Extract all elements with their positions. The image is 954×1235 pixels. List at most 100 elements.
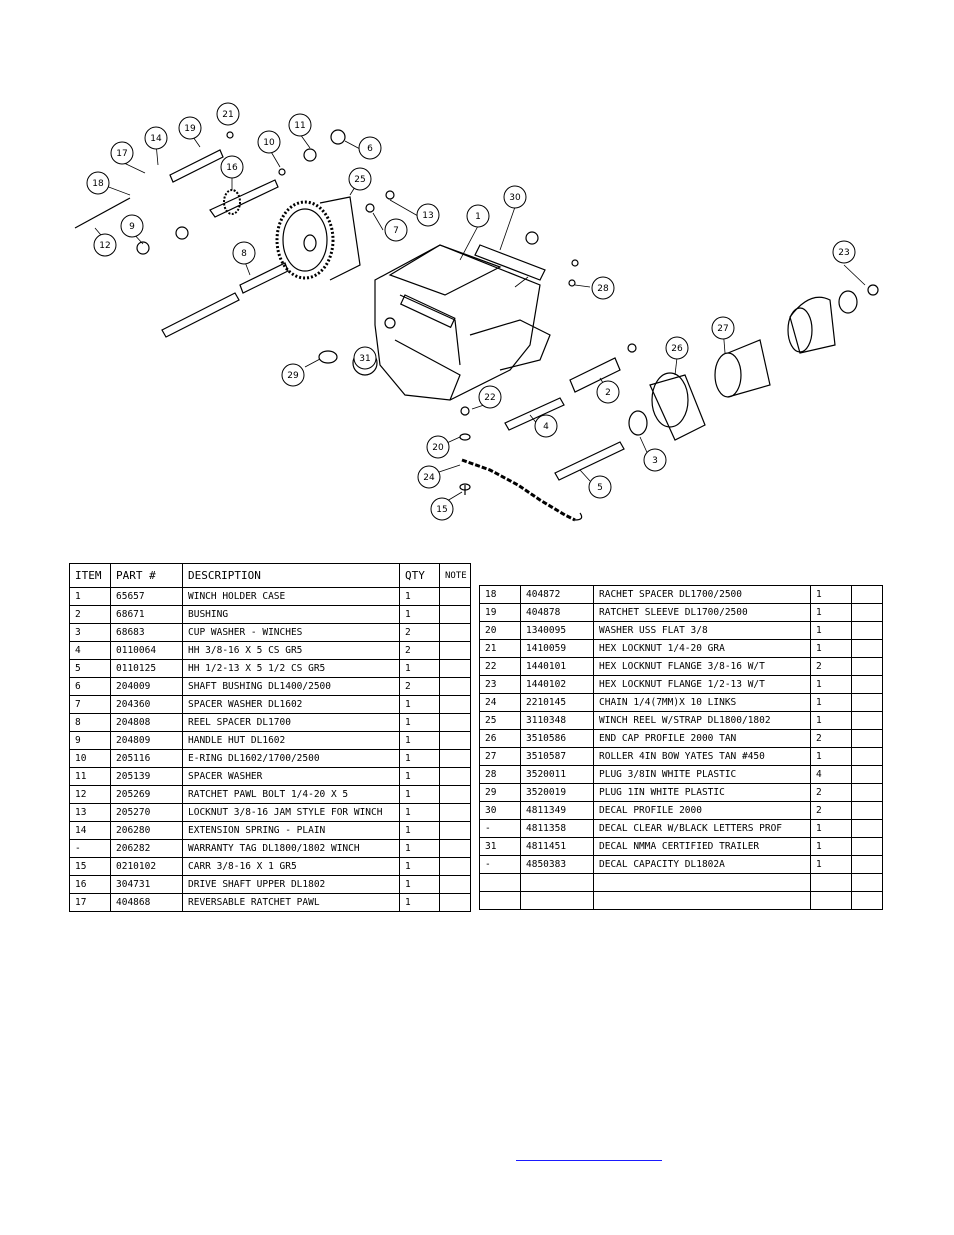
svg-text:14: 14 bbox=[150, 134, 162, 144]
cell-item: 26 bbox=[479, 729, 521, 748]
shaft-bushing-6-shape bbox=[330, 129, 346, 145]
callout-25: 25 bbox=[348, 167, 372, 191]
cell-note bbox=[851, 711, 883, 730]
cell-qty: 1 bbox=[399, 749, 440, 768]
cell-note bbox=[851, 693, 883, 712]
cell-description: DRIVE SHAFT UPPER DL1802 bbox=[182, 875, 400, 894]
cell-part: 3510587 bbox=[520, 747, 594, 766]
cell-item: 29 bbox=[479, 783, 521, 802]
cell-qty bbox=[810, 873, 852, 892]
cell-description: LOCKNUT 3/8-16 JAM STYLE FOR WINCH bbox=[182, 803, 400, 822]
cell-description: CARR 3/8-16 X 1 GR5 bbox=[182, 857, 400, 876]
cell-qty: 1 bbox=[399, 587, 440, 606]
svg-text:28: 28 bbox=[597, 284, 609, 294]
cell-note bbox=[439, 749, 471, 768]
svg-text:12: 12 bbox=[99, 241, 110, 251]
callout-19: 19 bbox=[178, 116, 202, 140]
svg-text:31: 31 bbox=[359, 354, 370, 364]
cell-item: 13 bbox=[69, 803, 111, 822]
cell-description bbox=[593, 873, 811, 892]
cell-item: 2 bbox=[69, 605, 111, 624]
cell-part bbox=[520, 873, 594, 892]
cell-item: 15 bbox=[69, 857, 111, 876]
cell-qty: 1 bbox=[399, 695, 440, 714]
cell-description: HEX LOCKNUT FLANGE 3/8-16 W/T bbox=[593, 657, 811, 676]
plug-28a-shape bbox=[571, 259, 579, 267]
cell-part: 206282 bbox=[110, 839, 183, 858]
cell-part: 3110348 bbox=[520, 711, 594, 730]
callout-14: 14 bbox=[144, 126, 168, 150]
cell-part: 1440102 bbox=[520, 675, 594, 694]
cell-item bbox=[479, 873, 521, 892]
svg-text:18: 18 bbox=[92, 179, 104, 189]
cell-qty: 2 bbox=[810, 657, 852, 676]
cell-note bbox=[851, 657, 883, 676]
cell-description: SPACER WASHER bbox=[182, 767, 400, 786]
callout-15: 15 bbox=[430, 497, 454, 521]
cell-part: 404872 bbox=[520, 585, 594, 604]
footer-link-underline[interactable] bbox=[516, 1146, 662, 1161]
callout-21: 21 bbox=[216, 102, 240, 126]
cell-note bbox=[851, 873, 883, 892]
cell-part: 205269 bbox=[110, 785, 183, 804]
locknut-2-shape bbox=[627, 343, 637, 353]
cell-note bbox=[439, 605, 471, 624]
cell-qty: 1 bbox=[399, 893, 440, 912]
cell-description: DECAL CLEAR W/BLACK LETTERS PROF bbox=[593, 819, 811, 838]
cell-part: 204809 bbox=[110, 731, 183, 750]
callout-7: 7 bbox=[384, 218, 408, 242]
cell-description: EXTENSION SPRING - PLAIN bbox=[182, 821, 400, 840]
callout-22: 22 bbox=[478, 385, 502, 409]
svg-text:11: 11 bbox=[294, 121, 305, 131]
callout-5: 5 bbox=[588, 475, 612, 499]
cell-item: 5 bbox=[69, 659, 111, 678]
cell-note bbox=[851, 585, 883, 604]
locknut-23-shape bbox=[867, 284, 879, 296]
cell-qty: 2 bbox=[810, 729, 852, 748]
callout-3: 3 bbox=[643, 448, 667, 472]
cell-part: 205139 bbox=[110, 767, 183, 786]
cell-part: 65657 bbox=[110, 587, 183, 606]
cell-part: 3520019 bbox=[520, 783, 594, 802]
callout-11: 11 bbox=[288, 113, 312, 137]
cell-qty: 1 bbox=[810, 711, 852, 730]
cell-part: 206280 bbox=[110, 821, 183, 840]
leader-lines bbox=[94, 133, 866, 505]
cell-qty: 1 bbox=[399, 659, 440, 678]
cell-part: 205116 bbox=[110, 749, 183, 768]
cell-item: 12 bbox=[69, 785, 111, 804]
cell-qty: 1 bbox=[810, 855, 852, 874]
cell-note bbox=[439, 767, 471, 786]
svg-text:16: 16 bbox=[226, 163, 238, 173]
chain-hook bbox=[574, 512, 583, 521]
carriage-bolt-head bbox=[459, 483, 471, 491]
cell-description: HANDLE HUT DL1602 bbox=[182, 731, 400, 750]
end-cap-26-shape bbox=[649, 374, 706, 441]
cell-qty: 2 bbox=[399, 677, 440, 696]
callouts: 1 2 3 4 5 6 7 8 9 10 11 12 13 14 15 16 1… bbox=[86, 102, 856, 521]
exploded-parts-diagram: 1 2 3 4 5 6 7 8 9 10 11 12 13 14 15 16 1… bbox=[74, 102, 879, 522]
cell-item: 8 bbox=[69, 713, 111, 732]
cell-description: WINCH HOLDER CASE bbox=[182, 587, 400, 606]
cell-item: - bbox=[69, 839, 111, 858]
cell-note bbox=[851, 801, 883, 820]
cell-note bbox=[851, 675, 883, 694]
cell-qty: 1 bbox=[399, 875, 440, 894]
cell-description: DECAL CAPACITY DL1802A bbox=[593, 855, 811, 874]
cell-note bbox=[439, 821, 471, 840]
plug-29-shape bbox=[318, 350, 338, 364]
spacer-washer-11-shape bbox=[303, 148, 317, 162]
cell-qty: 1 bbox=[810, 837, 852, 856]
cell-description: DECAL PROFILE 2000 bbox=[593, 801, 811, 820]
cell-description: BUSHING bbox=[182, 605, 400, 624]
cell-qty bbox=[810, 891, 852, 910]
callout-4: 4 bbox=[534, 414, 558, 438]
callout-16: 16 bbox=[220, 155, 244, 179]
locknut-13-shape bbox=[385, 190, 395, 200]
cup-washer-shape bbox=[628, 410, 648, 436]
